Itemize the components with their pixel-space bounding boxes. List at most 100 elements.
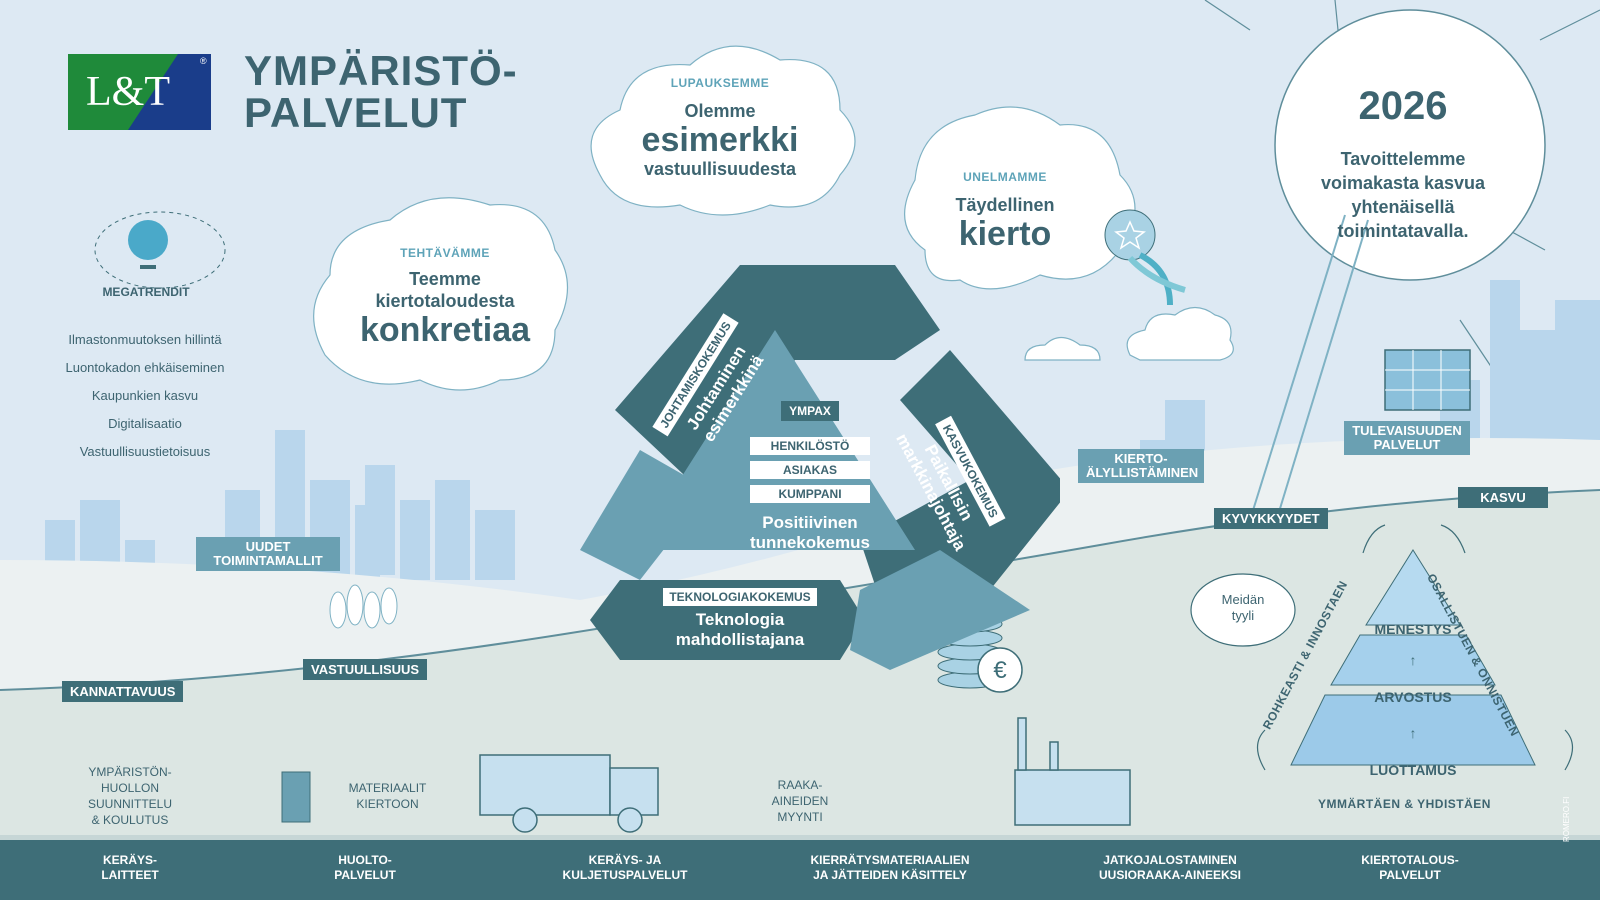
capabilities-label: KYVYKKYYDET: [1214, 508, 1328, 529]
footer-item-maintenance: HUOLTO- PALVELUT: [315, 853, 415, 883]
svg-text:↑: ↑: [1410, 725, 1417, 741]
planning-line: & KOULUTUS: [91, 813, 169, 827]
logo-text: L&T: [86, 69, 170, 115]
goal-line-3: yhtenäisellä: [1351, 197, 1455, 217]
goal-year: 2026: [1358, 84, 1448, 128]
credit-text: ROMERO.FI: [1562, 796, 1571, 842]
footer-line: PALVELUT: [334, 868, 396, 882]
title-line-1: YMPÄRISTÖ-: [244, 47, 518, 94]
footer-line: HUOLTO-: [338, 853, 392, 867]
ympax-tag: YMPAX: [781, 401, 839, 421]
raw-line: RAAKA-: [777, 778, 823, 792]
center-rows: HENKILÖSTÖ ASIAKAS KUMPPANI: [750, 437, 870, 503]
technology-line-1: Teknologia: [695, 610, 785, 629]
raw-line: MYYNTI: [777, 810, 823, 824]
footer-line: KULJETUSPALVELUT: [562, 868, 688, 882]
pyramid-level-top: [1365, 549, 1461, 626]
circular-label: KIERTO-ÄLYLLISTÄMINEN: [1078, 449, 1204, 483]
growth-label: KASVU: [1458, 487, 1548, 508]
footer-line: KIERTOTALOUS-: [1361, 853, 1459, 867]
mission-line-2: kiertotaloudesta: [375, 291, 515, 311]
planning-line: HUOLLON: [100, 781, 159, 795]
footer-item-recycling: KIERRÄTYSMATERIAALIEN JA JÄTTEIDEN KÄSIT…: [800, 853, 980, 883]
footer-line: KIERRÄTYSMATERIAALIEN: [810, 853, 970, 867]
new-models-label: UUDET TOIMINTAMALLIT: [196, 537, 340, 571]
megatrends-title: MEGATRENDIT: [102, 285, 190, 299]
center-row-customer: ASIAKAS: [750, 461, 870, 479]
pyramid-label-respect: ARVOSTUS: [1374, 689, 1452, 705]
footer-line: UUSIORAAKA-AINEEKSI: [1098, 868, 1241, 882]
pyramid-label-success: MENESTYS: [1374, 621, 1452, 637]
footer-line: LAITTEET: [101, 868, 159, 882]
megatrend-item: Kaupunkien kasvu: [91, 388, 199, 403]
profitability-label: KANNATTAVUUS: [62, 681, 184, 702]
center-line-1: Positiivinen: [762, 513, 858, 532]
future-label: TULEVAISUUDEN PALVELUT: [1344, 421, 1470, 455]
megatrend-item: Ilmastonmuutoksen hillintä: [68, 332, 222, 347]
planning-sign: YMPÄRISTÖN- HUOLLON SUUNNITTELU & KOULUT…: [75, 764, 185, 828]
dream-line-1: Täydellinen: [955, 195, 1055, 215]
center-line-2: tunnekokemus: [750, 533, 870, 552]
footer-item-refining: JATKOJALOSTAMINEN UUSIORAAKA-AINEEKSI: [1090, 853, 1250, 883]
pyramid-label-trust: LUOTTAMUS: [1369, 762, 1457, 778]
page-title: YMPÄRISTÖ- PALVELUT: [244, 50, 518, 134]
title-line-2: PALVELUT: [244, 89, 468, 136]
materials-sign: MATERIAALIT KIERTOON: [340, 780, 435, 812]
megatrends-list: Ilmastonmuutoksen hillintä Luontokadon e…: [40, 326, 250, 466]
responsibility-label: VASTUULLISUUS: [303, 659, 428, 680]
megatrend-item: Digitalisaatio: [108, 416, 182, 431]
megatrend-item: Vastuullisuustietoisuus: [79, 444, 211, 459]
footer-item-circular-services: KIERTOTALOUS- PALVELUT: [1340, 853, 1480, 883]
goal-line-4: toimintatavalla.: [1337, 221, 1469, 241]
goal-text: Tavoittelemme voimakasta kasvua yhtenäis…: [1278, 147, 1528, 243]
dream-caption: UNELMAMME: [963, 170, 1047, 184]
raw-line: AINEIDEN: [771, 794, 829, 808]
center-row-staff: HENKILÖSTÖ: [750, 437, 870, 455]
pyramid-bottom-label: YMMÄRTÄEN & YHDISTÄEN: [1318, 797, 1491, 811]
promise-caption: LUPAUKSEMME: [670, 76, 770, 90]
bubble-line-1: Meidän: [1221, 592, 1265, 607]
mission-cloud: TEHTÄVÄMME Teemme kiertotaloudesta konkr…: [340, 246, 550, 348]
mission-caption: TEHTÄVÄMME: [400, 246, 490, 260]
raw-materials-sign: RAAKA- AINEIDEN MYYNTI: [760, 777, 840, 825]
promise-big: esimerkki: [641, 121, 799, 159]
svg-text:€: €: [993, 657, 1007, 684]
center-tag-wrap: YMPAX: [755, 401, 865, 421]
bubble-line-2: tyyli: [1231, 608, 1255, 623]
goal-line-1: Tavoittelemme: [1340, 149, 1466, 169]
technology-tag: TEKNOLOGIAKOKEMUS: [663, 588, 817, 606]
lt-logo: L&T ®: [68, 54, 211, 130]
growth-arrow: [860, 350, 1060, 600]
center-row-partner: KUMPPANI: [750, 485, 870, 503]
promise-line-3: vastuullisuudesta: [643, 159, 797, 179]
technology-labels: TEKNOLOGIAKOKEMUS Teknologia mahdollista…: [640, 588, 840, 650]
promise-line-1: Olemme: [684, 101, 756, 121]
planning-line: SUUNNITTELU: [87, 797, 172, 811]
planning-line: YMPÄRISTÖN-: [88, 765, 172, 779]
registered-mark: ®: [200, 56, 207, 66]
values-pyramid: ↑ ↑: [1256, 524, 1574, 771]
style-bubble: Meidän tyyli: [1205, 592, 1281, 624]
footer-item-transport: KERÄYS- JA KULJETUSPALVELUT: [555, 853, 695, 883]
materials-line: MATERIAALIT: [348, 781, 427, 795]
dream-big: kierto: [958, 215, 1052, 253]
dream-cloud: UNELMAMME Täydellinen kierto: [935, 170, 1075, 252]
footer-line: KERÄYS- JA: [588, 853, 662, 867]
pyramid-level-mid: [1330, 634, 1496, 686]
footer-line: JATKOJALOSTAMINEN: [1103, 853, 1237, 867]
megatrend-item: Luontokadon ehkäiseminen: [65, 360, 225, 375]
technology-line-2: mahdollistajana: [675, 630, 805, 649]
materials-line: KIERTOON: [356, 797, 419, 811]
promise-cloud: LUPAUKSEMME Olemme esimerkki vastuullisu…: [610, 76, 830, 180]
footer-item-equipment: KERÄYS- LAITTEET: [80, 853, 180, 883]
mission-big: konkretiaa: [359, 311, 531, 349]
footer-line: PALVELUT: [1379, 868, 1441, 882]
footer-line: KERÄYS-: [102, 853, 157, 867]
center-text: Positiivinen tunnekokemus: [715, 513, 905, 553]
goal-line-2: voimakasta kasvua: [1320, 173, 1486, 193]
svg-text:↑: ↑: [1410, 652, 1417, 668]
footer-line: JA JÄTTEIDEN KÄSITTELY: [813, 868, 967, 882]
pyramid-level-base: [1290, 694, 1536, 766]
mission-line-1: Teemme: [409, 269, 481, 289]
